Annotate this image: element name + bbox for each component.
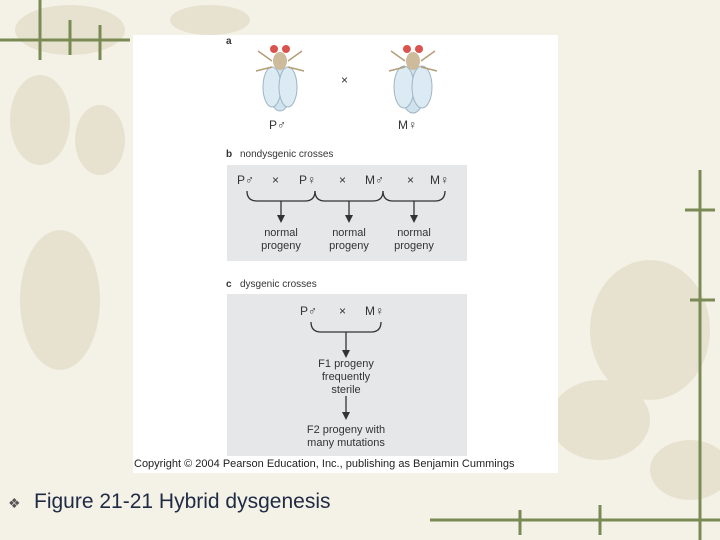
part-b-caption: nondysgenic crosses xyxy=(240,149,334,160)
fly-right-label: M♀ xyxy=(398,118,417,132)
cross-2-right: M♂ xyxy=(365,173,384,187)
part-a-cross-symbol: × xyxy=(341,73,349,87)
fly-right-illustration xyxy=(388,45,438,114)
cross-1-symbol: × xyxy=(272,173,280,187)
cross-1-outcome-line1: normal xyxy=(264,227,298,239)
part-b-label: b xyxy=(226,149,233,160)
part-c-left-parent: P♂ xyxy=(300,304,318,318)
part-c-cross-symbol: × xyxy=(339,304,347,318)
part-a-label: a xyxy=(226,36,232,47)
fly-left-illustration xyxy=(255,45,305,112)
cross-2-outcome-line1: normal xyxy=(332,227,366,239)
part-c-label: c xyxy=(226,279,232,290)
cross-1-outcome-line2: progeny xyxy=(261,240,301,252)
cross-1-right: P♀ xyxy=(299,173,317,187)
slide-title: Figure 21-21 Hybrid dysgenesis xyxy=(34,490,331,513)
part-c-arrows xyxy=(310,321,382,420)
part-b-arrows xyxy=(246,190,446,223)
cross-2-symbol: × xyxy=(339,173,347,187)
figure: a × P♂ M♀ b nondysgenic crosses P♂ × P♀ … xyxy=(133,35,558,473)
part-b-panel: P♂ × P♀ × M♂ × M♀ normal progeny normal xyxy=(227,165,467,261)
f2-line2: many mutations xyxy=(307,437,385,449)
cross-2-outcome-line2: progeny xyxy=(329,240,369,252)
cross-3-symbol: × xyxy=(407,173,415,187)
part-c-caption: dysgenic crosses xyxy=(240,279,317,290)
f2-line1: F2 progeny with xyxy=(306,424,386,436)
fly-left-label: P♂ xyxy=(269,118,287,132)
cross-3-outcome-line1: normal xyxy=(397,227,431,239)
cross-3-right: M♀ xyxy=(430,173,449,187)
diamond-bullet-icon: ❖ xyxy=(8,495,21,511)
cross-3-outcome-line2: progeny xyxy=(394,240,434,252)
part-c-panel: P♂ × M♀ F1 progeny frequently sterile F2… xyxy=(227,294,467,456)
part-c-right-parent: M♀ xyxy=(365,304,384,318)
f1-line2: frequently xyxy=(321,371,371,383)
copyright-notice: Copyright © 2004 Pearson Education, Inc.… xyxy=(134,458,515,470)
cross-1-left: P♂ xyxy=(237,173,255,187)
f1-line3: sterile xyxy=(331,384,361,396)
f1-line1: F1 progeny xyxy=(318,358,374,370)
